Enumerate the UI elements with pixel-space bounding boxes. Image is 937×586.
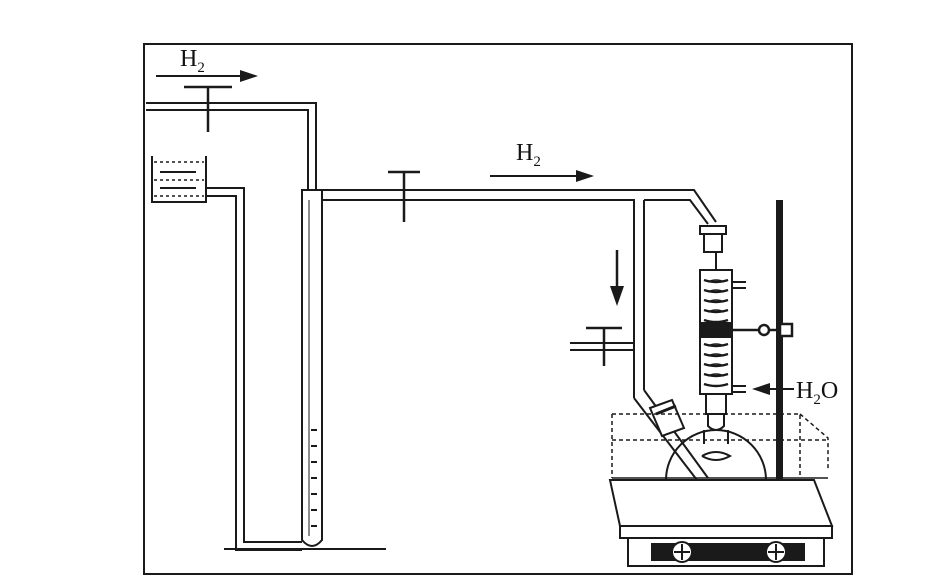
heating-bath: [611, 413, 829, 479]
h2o-label: H2O: [796, 378, 838, 408]
u-connecting-tube: [206, 187, 302, 551]
main-stopcock: [388, 170, 420, 222]
down-arrow: [610, 250, 624, 306]
stand-clamp-arm: [732, 322, 794, 338]
h2o-arrow: [752, 383, 794, 395]
h2-top-arrow: [156, 70, 258, 82]
liquid-reservoir: [151, 156, 207, 203]
condenser-clamp: [700, 322, 732, 338]
manometer-column: [301, 189, 323, 547]
h2-mid-arrow: [490, 170, 594, 182]
diagram-frame: [143, 43, 853, 575]
h2-top-label: H2: [180, 46, 205, 76]
inlet-stopcock: [184, 85, 232, 132]
support-rod: [776, 200, 783, 484]
gas-inlet-tube: [633, 389, 709, 485]
h2-mid-label: H2: [516, 140, 541, 170]
h2-inlet-tube: [146, 102, 317, 190]
hot-plate: [608, 479, 834, 567]
side-stopcock: [570, 326, 634, 366]
hot-plate-knobs: [671, 541, 787, 563]
main-gas-line: [322, 189, 717, 398]
